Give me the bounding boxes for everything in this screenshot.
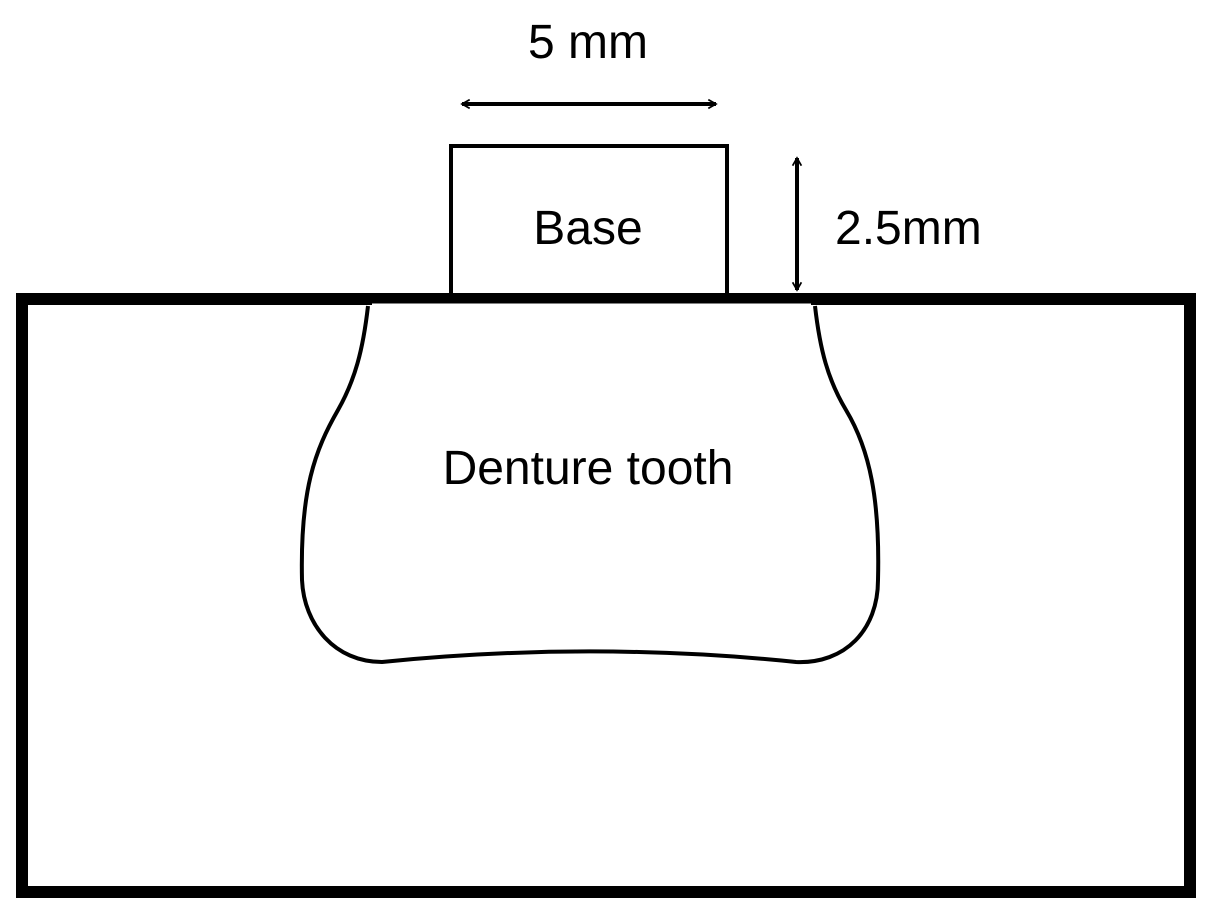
- embedding-block: [16, 293, 1196, 898]
- height-dimension-label: 2.5mm: [835, 202, 982, 255]
- denture-tooth-label: Denture tooth: [443, 442, 734, 495]
- width-dimension-label: 5 mm: [528, 16, 648, 69]
- base-rectangle: [449, 144, 729, 297]
- denture-tooth-outline: [299, 305, 881, 665]
- base-label: Base: [533, 202, 642, 255]
